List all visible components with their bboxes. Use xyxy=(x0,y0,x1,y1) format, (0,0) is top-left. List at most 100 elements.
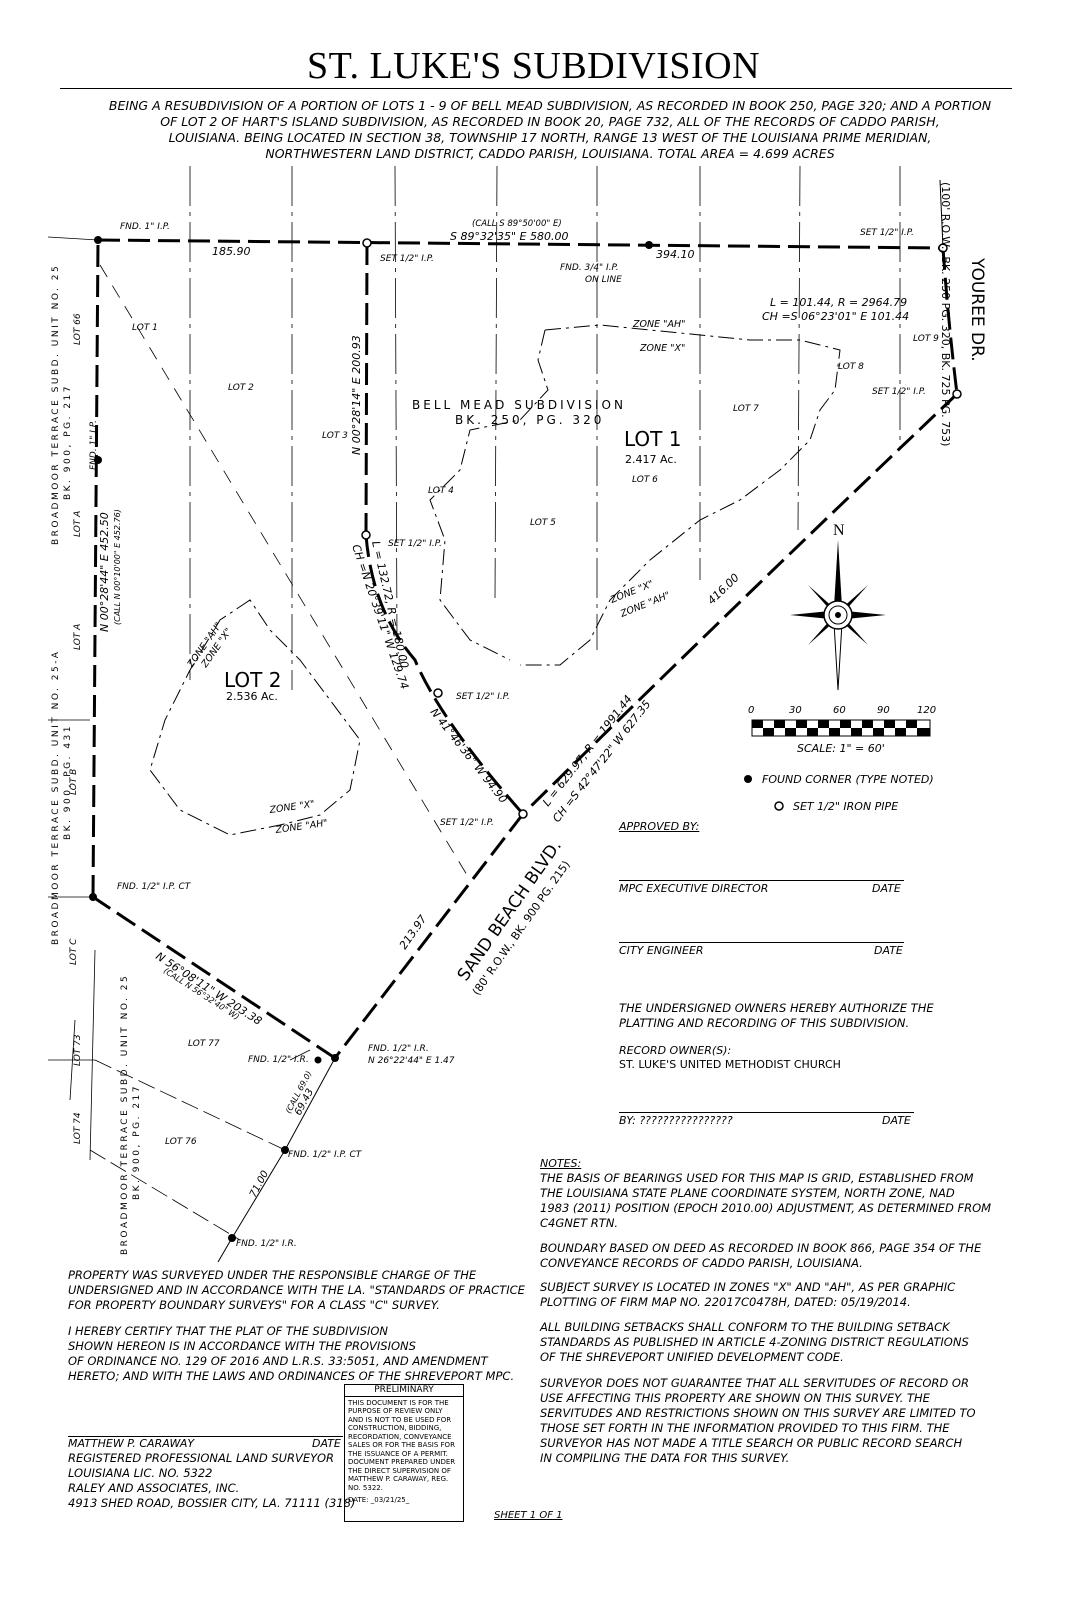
stamp-date: DATE: _03/21/25_ xyxy=(348,1496,410,1504)
corner-label: FND. 1/2" I.R. xyxy=(236,1239,297,1249)
text-line: THE LOUISIANA STATE PLANE COORDINATE SYS… xyxy=(540,1186,955,1200)
lot-label: LOT B xyxy=(69,769,79,795)
scale-tick: 60 xyxy=(833,705,846,716)
lot-label: LOT 7 xyxy=(733,404,759,414)
boundary xyxy=(91,238,959,1060)
text-line: RALEY AND ASSOCIATES, INC. xyxy=(68,1481,240,1495)
surveyor-name: MATTHEW P. CARAWAY xyxy=(68,1437,195,1450)
corner-markers xyxy=(89,236,962,1242)
subtitle-line: OF LOT 2 OF HART'S ISLAND SUBDIVISION, A… xyxy=(160,114,940,129)
street-youree: YOUREE DR. xyxy=(967,257,987,362)
stamp-heading: PRELIMINARY xyxy=(345,1385,463,1397)
street-broadmoor-3b: BK. 900, PG. 217 xyxy=(132,1084,142,1200)
text-line: IN COMPILING THE DATA FOR THIS SURVEY. xyxy=(540,1451,790,1465)
bearing-label: N 00°28'44" E 452.50 xyxy=(98,512,111,632)
text-line: PLATTING AND RECORDING OF THIS SUBDIVISI… xyxy=(619,1016,910,1030)
owners-statement: THE UNDERSIGNED OWNERS HEREBY AUTHORIZE … xyxy=(619,1001,934,1031)
lot-label: LOT A xyxy=(73,624,83,650)
sheet-number: SHEET 1 OF 1 xyxy=(494,1510,563,1521)
street-youree-row: (100' R.O.W., BK. 250 PG. 320, BK. 725 P… xyxy=(939,182,952,446)
lot-label: LOT 1 xyxy=(132,323,158,333)
text-line: 1983 (2011) POSITION (EPOCH 2010.00) ADJ… xyxy=(540,1201,992,1215)
bearing-label: N 41°46'36" W 94.90 xyxy=(428,706,510,806)
corner-label: SET 1/2" I.P. xyxy=(380,254,434,264)
new-lot2-label: LOT 2 xyxy=(224,668,281,692)
scale-tick: 0 xyxy=(748,705,754,716)
lot-label: LOT 76 xyxy=(165,1137,197,1147)
lot-lines xyxy=(47,165,901,1241)
scale-tick: 90 xyxy=(877,705,890,716)
notes-heading: NOTES: xyxy=(540,1157,582,1170)
bearing-label: 213.97 xyxy=(397,913,430,952)
lot-label: LOT 5 xyxy=(530,518,556,528)
text-line: 4913 SHED ROAD, BOSSIER CITY, LA. 71111 … xyxy=(68,1496,356,1510)
north-arrow xyxy=(790,540,886,691)
corner-label: FND. 1" I.P. xyxy=(89,420,99,470)
preliminary-stamp: PRELIMINARY THIS DOCUMENT IS FOR THE PUR… xyxy=(344,1384,464,1522)
corner-label: SET 1/2" I.P. xyxy=(872,387,926,397)
approved-heading: APPROVED BY: xyxy=(619,820,700,833)
text-line: PROPERTY WAS SURVEYED UNDER THE RESPONSI… xyxy=(68,1268,477,1282)
note-1: THE BASIS OF BEARINGS USED FOR THIS MAP … xyxy=(540,1171,991,1231)
bearing-label: L = 629.97, R = 1991.44 xyxy=(540,693,635,809)
bearing-label: (CALL N 00°10'00" E 452.76) xyxy=(113,509,122,625)
text-line: SUBJECT SURVEY IS LOCATED IN ZONES "X" A… xyxy=(540,1280,956,1294)
lot-label: LOT 3 xyxy=(322,431,348,441)
text-line: BOUNDARY BASED ON DEED AS RECORDED IN BO… xyxy=(540,1241,982,1255)
text-line: OF THE SHREVEPORT UNIFIED DEVELOPMENT CO… xyxy=(540,1350,844,1364)
bearing-label: L = 101.44, R = 2964.79 xyxy=(770,296,907,309)
certification-2: I HEREBY CERTIFY THAT THE PLAT OF THE SU… xyxy=(68,1324,514,1384)
lot-label: LOT 8 xyxy=(838,362,864,372)
by-date: DATE xyxy=(882,1114,911,1127)
corner-label: SET 1/2" I.P. xyxy=(440,818,494,828)
text-line: FOR PROPERTY BOUNDARY SURVEYS" FOR A CLA… xyxy=(68,1298,440,1312)
mpc-date: DATE xyxy=(872,882,901,895)
bearing-label: N 56°08'11" W 203.38 xyxy=(153,950,264,1028)
text-line: SURVEYOR HAS NOT MADE A TITLE SEARCH OR … xyxy=(540,1436,963,1450)
by-label: BY: ???????????????? xyxy=(619,1114,733,1127)
lot-label: LOT 6 xyxy=(632,475,658,485)
scale-ticks: 0 30 60 90 120 xyxy=(748,705,936,716)
corner-label: N 26°22'44" E 1.47 xyxy=(368,1056,455,1066)
lot-label: LOT 9 xyxy=(913,334,939,344)
corner-label: FND. 1/2" I.R. xyxy=(368,1044,429,1054)
legend-found-icon xyxy=(744,775,752,783)
street-broadmoor-1b: BK. 900, PG. 217 xyxy=(63,384,73,500)
text-line: PLOTTING OF FIRM MAP NO. 22017C0478H, DA… xyxy=(540,1295,911,1309)
text-line: THE BASIS OF BEARINGS USED FOR THIS MAP … xyxy=(540,1171,974,1185)
text-line: THOSE SET FORTH IN THE INFORMATION PROVI… xyxy=(540,1421,950,1435)
bearing-labels: (CALL S 89°50'00" E) S 89°32'35" E 580.0… xyxy=(212,219,909,323)
street-broadmoor-1: BROADMOOR TERRACE SUBD. UNIT NO. 25 xyxy=(51,264,61,545)
lot-label: LOT 73 xyxy=(73,1034,83,1066)
text-line: I HEREBY CERTIFY THAT THE PLAT OF THE SU… xyxy=(68,1324,388,1338)
corner-label: SET 1/2" I.P. xyxy=(860,228,914,238)
corner-label: FND. 3/4" I.P. xyxy=(560,263,619,273)
corner-label: SET 1/2" I.P. xyxy=(456,692,510,702)
engineer-date: DATE xyxy=(874,944,903,957)
bearing-label: N 00°28'14" E 200.93 xyxy=(350,335,363,455)
note-5: SURVEYOR DOES NOT GUARANTEE THAT ALL SER… xyxy=(540,1376,976,1466)
note-2: BOUNDARY BASED ON DEED AS RECORDED IN BO… xyxy=(540,1241,981,1271)
bearing-label: CH =S 42°47'22" W 627.35 xyxy=(550,698,653,825)
new-lot1-area: 2.417 Ac. xyxy=(625,453,677,466)
legend-set: SET 1/2" IRON PIPE xyxy=(793,800,898,813)
bearing-label: CH =S 06°23'01" E 101.44 xyxy=(762,310,909,323)
subtitle-line: NORTHWESTERN LAND DISTRICT, CADDO PARISH… xyxy=(265,146,835,161)
scale-label: SCALE: 1" = 60' xyxy=(797,742,885,755)
corner-label: FND. 1" I.P. xyxy=(120,222,170,232)
record-owner-label: RECORD OWNER(S): xyxy=(619,1044,732,1057)
north-label: N xyxy=(833,522,845,539)
corner-label: FND. 1/2" I.R. xyxy=(248,1055,309,1065)
corner-labels: FND. 1" I.P. SET 1/2" I.P. FND. 3/4" I.P… xyxy=(117,222,926,1249)
signature-line xyxy=(619,942,904,943)
lot-label: LOT 74 xyxy=(73,1112,83,1144)
corner-label: FND. 1/2" I.P. CT xyxy=(288,1150,363,1160)
bearing-label: (CALL S 89°50'00" E) xyxy=(472,219,562,229)
zone-label: ZONE "X" xyxy=(268,799,315,816)
zone-label: ZONE "AH" xyxy=(274,818,329,836)
zone-lines xyxy=(149,324,841,836)
lot-label: LOT 2 xyxy=(228,383,254,393)
stamp-body: THIS DOCUMENT IS FOR THE PURPOSE OF REVI… xyxy=(348,1398,456,1492)
corner-label: SET 1/2" I.P. xyxy=(388,539,442,549)
